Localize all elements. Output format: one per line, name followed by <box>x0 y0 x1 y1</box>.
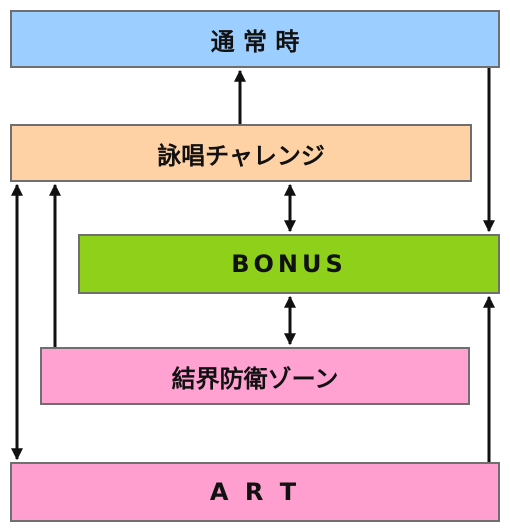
bonus-label: BONUS <box>231 250 347 278</box>
art-label: A R T <box>209 478 301 506</box>
chant-challenge-box: 詠唱チャレンジ <box>10 124 472 182</box>
normal-state-box: 通 常 時 <box>10 10 500 68</box>
art-box: A R T <box>10 462 500 522</box>
chant-challenge-label: 詠唱チャレンジ <box>157 141 325 170</box>
barrier-defense-zone-label: 結界防衛ゾーン <box>171 364 339 393</box>
normal-state-label: 通 常 時 <box>210 27 300 56</box>
barrier-defense-zone-box: 結界防衛ゾーン <box>40 347 470 405</box>
bonus-box: BONUS <box>78 234 500 294</box>
